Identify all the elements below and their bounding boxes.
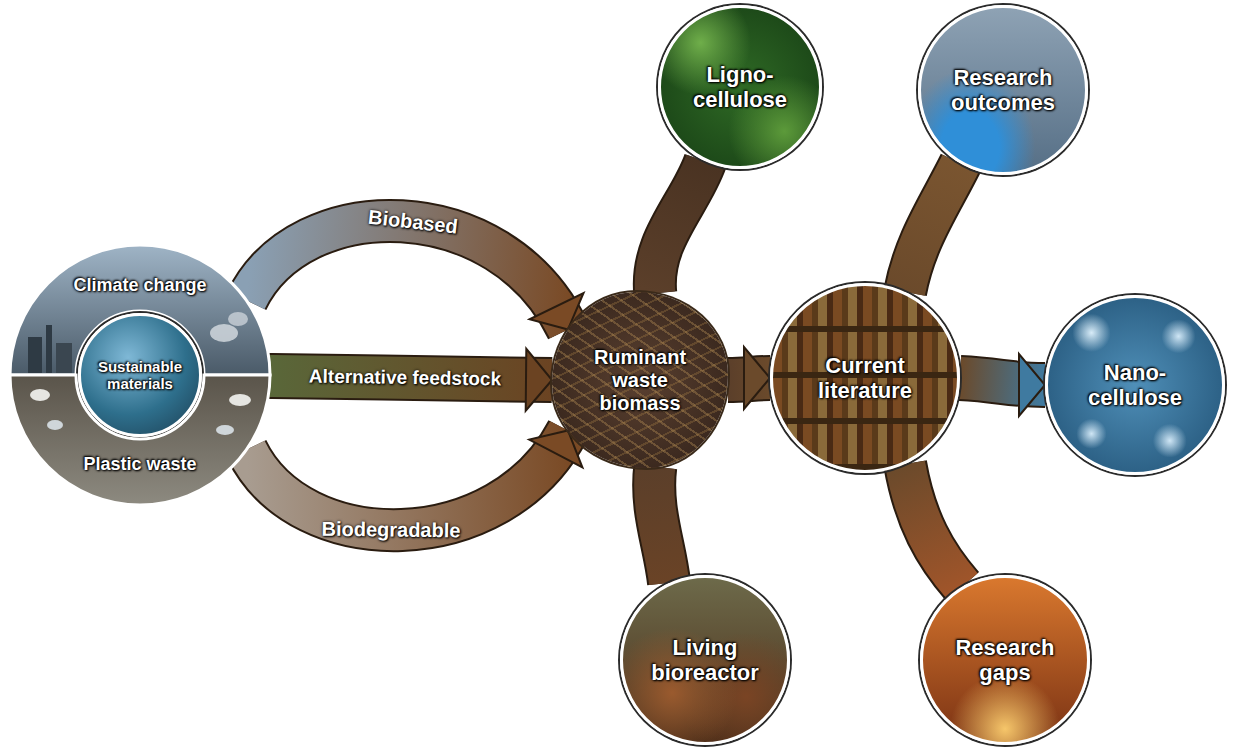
plastic-icon xyxy=(30,389,50,401)
node-label: Plastic waste xyxy=(83,454,196,475)
node-label: Ligno- cellulose xyxy=(674,62,806,113)
image-circle: Current literature xyxy=(770,283,960,473)
band-label: Alternative feedstock xyxy=(309,365,502,390)
band-connector xyxy=(960,354,1045,416)
band-outline xyxy=(905,464,962,586)
image-circle: Research outcomes xyxy=(918,5,1088,175)
arrow-head xyxy=(744,347,770,409)
band-fill xyxy=(905,464,962,586)
text-holder: Climate change xyxy=(10,275,270,296)
plastic-icon xyxy=(229,394,251,406)
text-holder: Plastic waste xyxy=(10,454,270,475)
node-label: Nano- cellulose xyxy=(1069,360,1201,411)
band-fill xyxy=(654,467,669,583)
band-connector xyxy=(655,161,706,293)
band-label: Biodegradable xyxy=(322,518,461,543)
band-fill xyxy=(655,161,706,293)
node-label: Research gaps xyxy=(944,635,1066,686)
ring-shape xyxy=(10,375,270,505)
band-fill xyxy=(246,430,567,530)
ring-fill xyxy=(10,375,270,505)
factory-icon xyxy=(28,337,42,373)
node-label: Ruminant waste biomass xyxy=(581,346,699,415)
center-circle: Sustainable materials xyxy=(78,313,202,437)
smoke-icon xyxy=(210,324,238,342)
chimney-icon xyxy=(46,325,52,373)
node-label: Current literature xyxy=(799,353,931,404)
ring-band: Plastic waste xyxy=(10,375,270,505)
band-connector xyxy=(905,464,962,586)
node-label: Climate change xyxy=(73,275,206,296)
band-connector xyxy=(905,164,960,292)
band-connector xyxy=(728,347,770,409)
band-connector xyxy=(654,467,669,583)
image-circle: Nano- cellulose xyxy=(1045,295,1225,475)
smoke-icon xyxy=(228,312,248,326)
band-connector xyxy=(246,221,583,330)
node-label: Research outcomes xyxy=(937,65,1069,116)
band-outline xyxy=(905,164,960,292)
plastic-icon xyxy=(47,420,63,430)
node-label: Sustainable materials xyxy=(84,358,196,393)
biomass-blob: Ruminant waste biomass xyxy=(552,292,728,468)
band-outline xyxy=(654,467,669,583)
image-circle: Research gaps xyxy=(920,575,1090,745)
image-circle: Ligno- cellulose xyxy=(658,5,822,169)
band-fill xyxy=(905,164,960,292)
band-outline xyxy=(246,430,567,530)
node-label: Living bioreactor xyxy=(635,635,775,686)
image-circle: Living bioreactor xyxy=(620,575,790,745)
band-connector xyxy=(246,430,582,530)
band-outline xyxy=(246,221,567,330)
plastic-icon xyxy=(216,425,234,435)
arrow-head xyxy=(526,349,552,411)
band-outline xyxy=(655,161,706,293)
factory-icon xyxy=(56,343,72,373)
band-fill xyxy=(246,221,567,330)
arrow-head xyxy=(1019,354,1045,416)
